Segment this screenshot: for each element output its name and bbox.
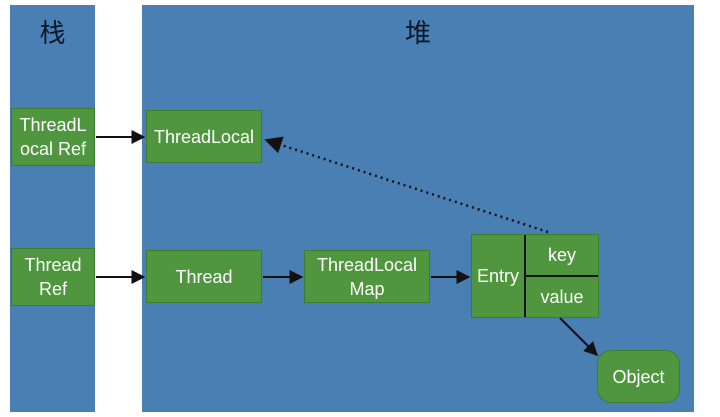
entry-key: key (547, 244, 576, 265)
heap-panel: 堆 (142, 5, 694, 412)
entry-box: Entry key value (471, 234, 599, 318)
entry-divider-horizontal (524, 275, 598, 277)
threadlocalmap-box: ThreadLocal Map (304, 250, 430, 303)
heap-title: 堆 (404, 19, 431, 49)
thread-box: Thread (146, 250, 262, 303)
arrow-value-to-object (559, 317, 598, 356)
stack-title: 栈 (39, 19, 66, 49)
object-box: Object (597, 350, 680, 403)
thread-ref-box: Thread Ref (11, 248, 95, 306)
arrow-key-weakref-to-threadlocal (264, 136, 549, 234)
threadlocal-ref-box: ThreadL ocal Ref (11, 108, 95, 166)
threadlocal-box: ThreadLocal (146, 110, 262, 163)
entry-value: value (540, 286, 584, 307)
stack-panel: 栈 (10, 5, 95, 412)
entry-label: Entry (476, 265, 519, 286)
